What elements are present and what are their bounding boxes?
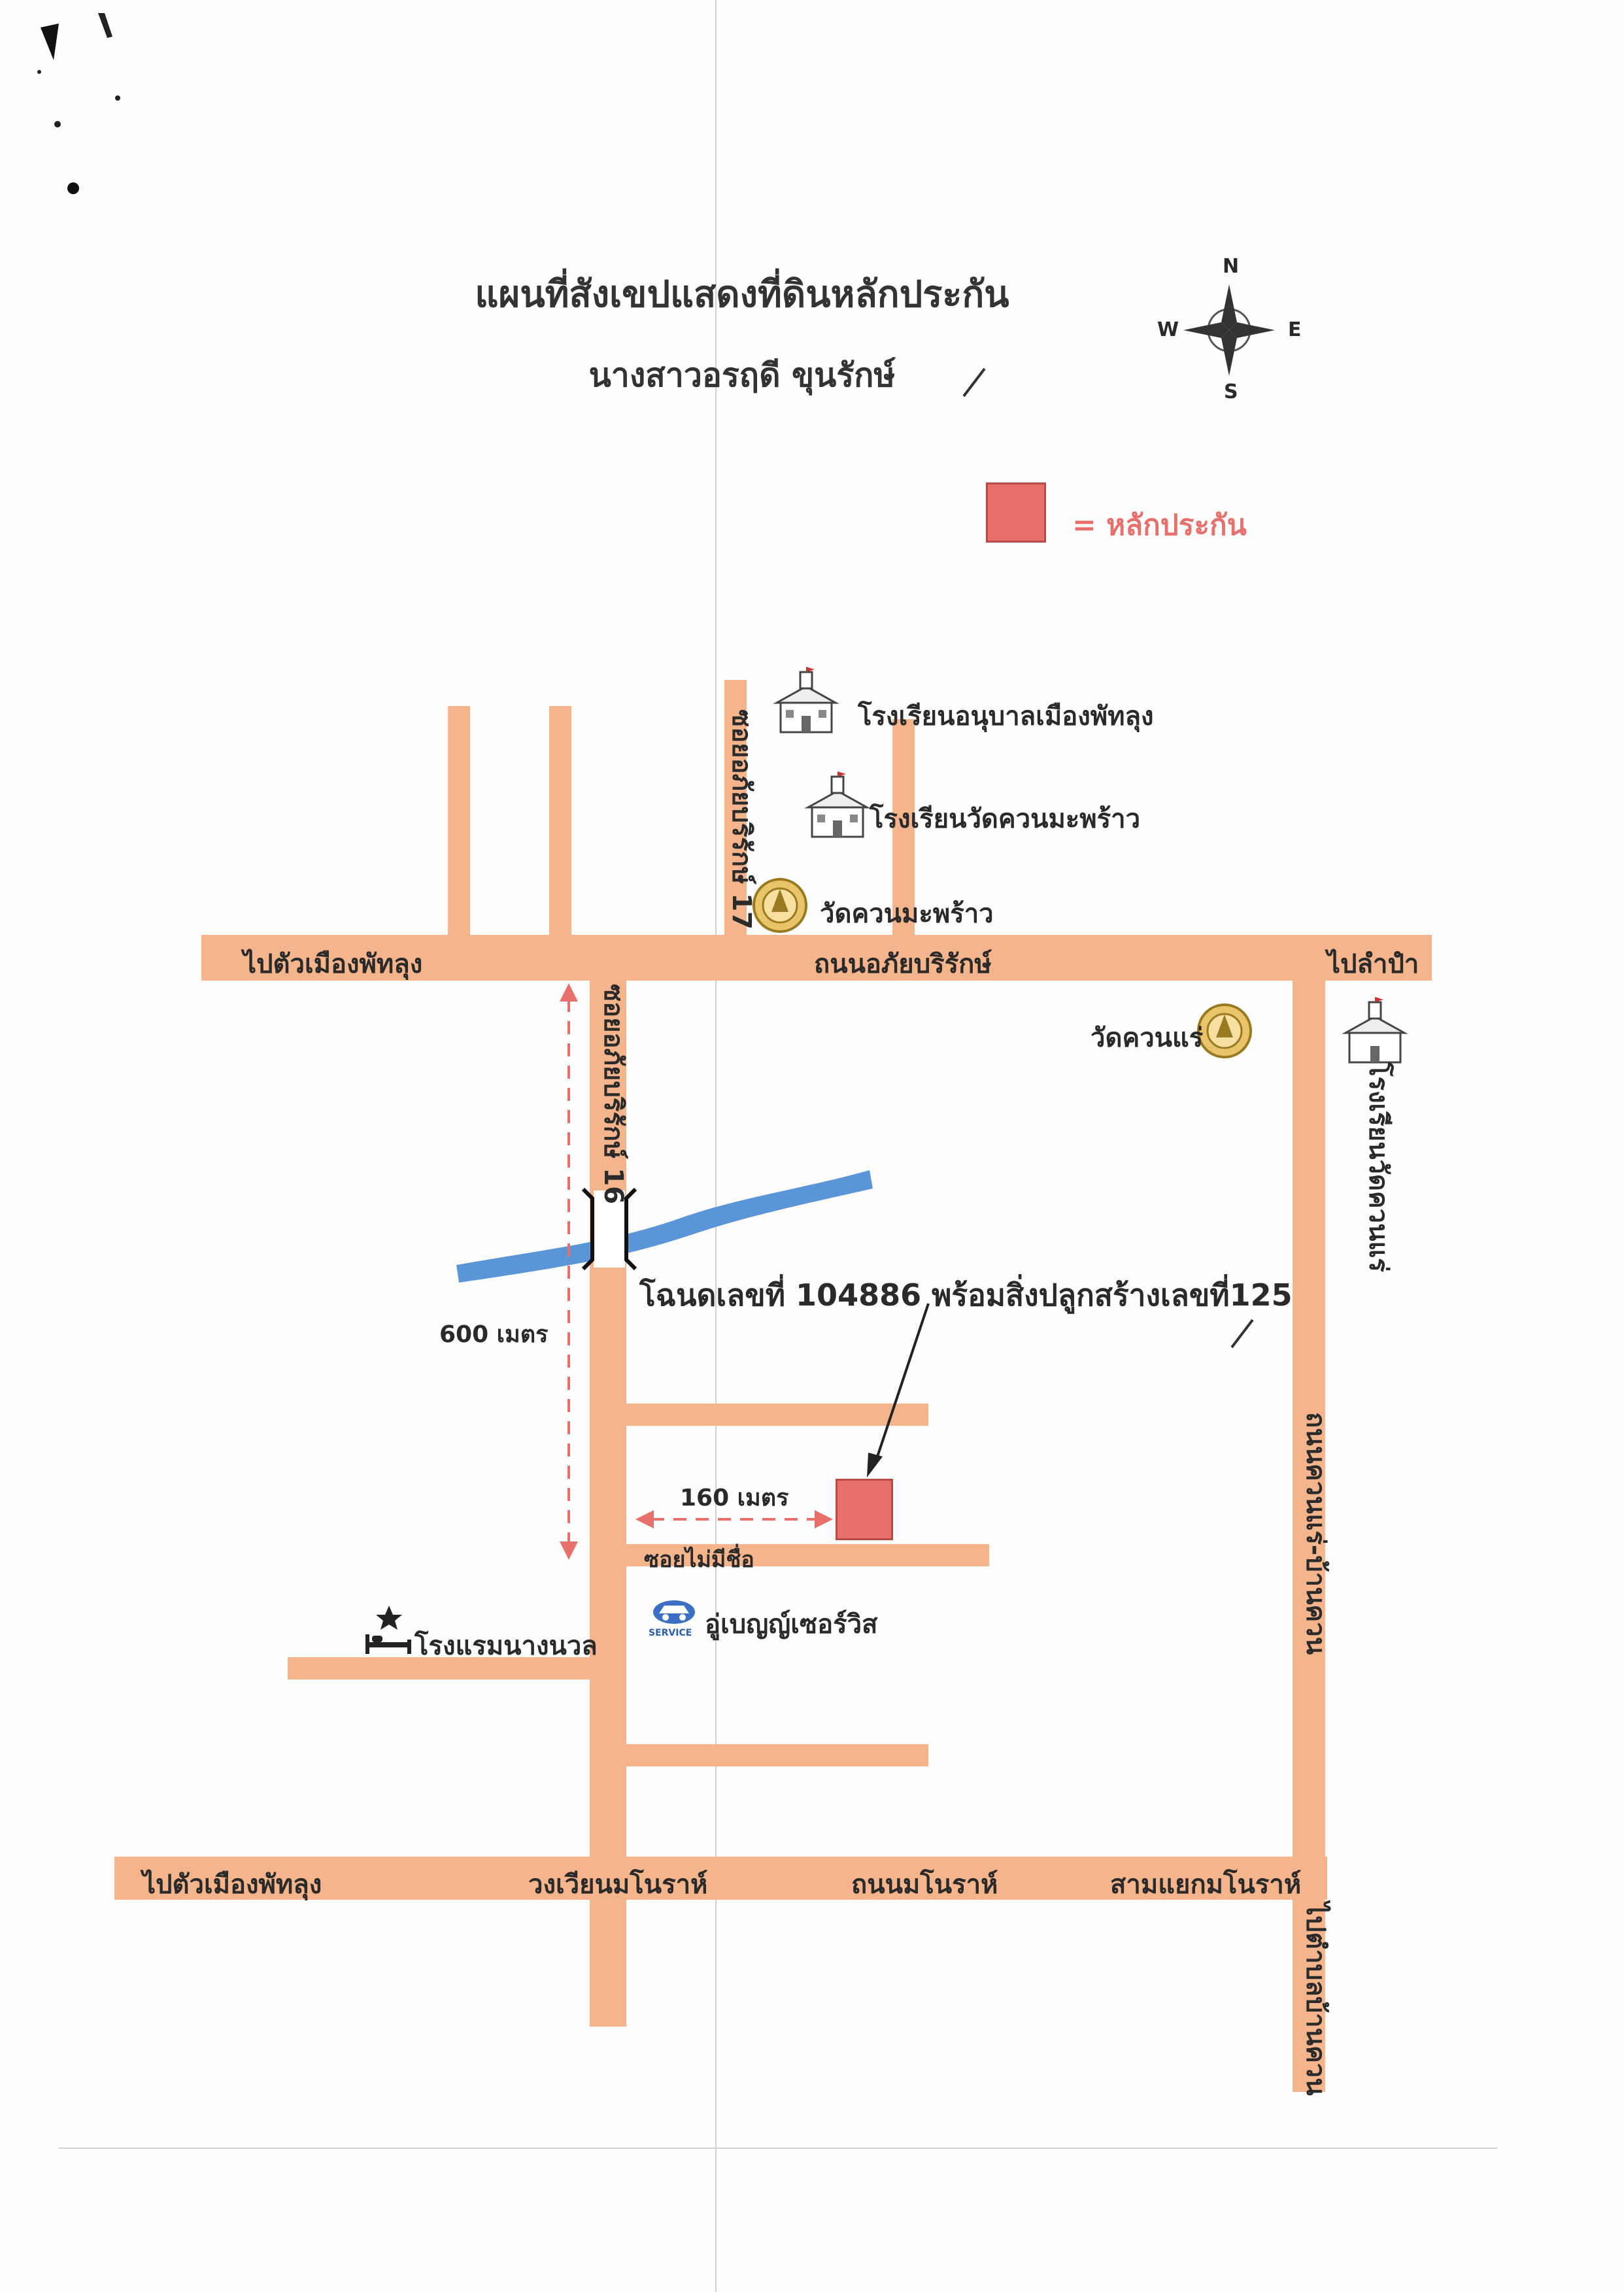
scan-specks: [37, 13, 120, 194]
legend-label: = หลักประกัน: [1072, 509, 1247, 542]
road-soi16: [590, 935, 626, 2027]
label-unnamed-soi: ซอยไม่มีชื่อ: [644, 1547, 754, 1573]
check-mark: [962, 367, 986, 397]
road-hotel-branch: [288, 1657, 590, 1679]
compass-rose: N S W E: [1151, 255, 1308, 405]
road-unnamed-soi: [626, 1544, 989, 1566]
road-north-2: [549, 706, 571, 935]
label-top-road: ถนนอภัยบริรักษ์: [814, 949, 992, 979]
school-icon: [804, 771, 871, 838]
label-right-dest: ไปตำบลบ้านควน: [1300, 1902, 1330, 2096]
garage-logo-text: SERVICE: [649, 1628, 692, 1638]
label-temple1: วัดควนมะพร้าว: [820, 899, 994, 929]
road-right: [1293, 981, 1325, 2092]
compass-s: S: [1224, 380, 1238, 403]
label-school3: โรงเรียนวัดควนแร่: [1363, 1062, 1393, 1272]
compass-e: E: [1288, 318, 1302, 341]
label-temple2: วัดควนแร่: [1091, 1023, 1204, 1053]
label-bottom-junction: สามแยกมโนราห์: [1110, 1870, 1302, 1900]
legend-swatch: [986, 482, 1046, 543]
compass-w: W: [1157, 318, 1179, 341]
road-bottom-main: [114, 1857, 1327, 1900]
road-north-1: [448, 706, 470, 935]
road-top-main: [201, 935, 1432, 981]
label-bottom-left-dest: ไปตัวเมืองพัทลุง: [143, 1870, 322, 1900]
garage-logo: SERVICE: [647, 1595, 701, 1641]
distance-label-600: 600 เมตร: [439, 1321, 549, 1348]
temple-icon: [753, 878, 807, 933]
compass-icon: [1183, 284, 1275, 376]
label-soi17: ซอยอภัยบริรักษ์ 17: [726, 709, 756, 930]
bridge-icon: [581, 1187, 637, 1271]
label-top-left-dest: ไปตัวเมืองพัทลุง: [243, 949, 423, 979]
check-mark: [1230, 1319, 1254, 1349]
scan-bottom-line: [59, 2148, 1497, 2149]
label-soi16: ซอยอภัยบริรักษ์ 16: [598, 984, 628, 1204]
map-title: แผนที่สังเขปแสดงที่ดินหลักประกัน: [475, 273, 1009, 316]
scan-fold-line: [715, 0, 717, 2292]
distance-label-160: 160 เมตร: [680, 1485, 789, 1511]
label-hotel: โรงแรมนางนวล: [414, 1631, 598, 1661]
road-soi17: [724, 680, 747, 935]
parcel-pointer-arrow: [867, 1303, 930, 1477]
distance-arrow-160: [635, 1510, 833, 1528]
school-icon: [773, 667, 839, 733]
label-school2: โรงเรียนวัดควนมะพร้าว: [870, 804, 1141, 834]
hotel-icon: [365, 1606, 411, 1654]
collateral-parcel: [836, 1479, 893, 1540]
parcel-deed-label: โฉนดเลขที่ 104886 พร้อมสิ่งปลูกสร้างเลขท…: [639, 1277, 1293, 1313]
road-branch-3: [626, 1744, 928, 1766]
label-bottom-road: ถนนมโนราห์: [851, 1870, 998, 1900]
compass-n: N: [1223, 255, 1240, 278]
car-service-icon: [653, 1600, 695, 1624]
temple-icon: [1197, 1003, 1252, 1058]
distance-arrow-600: [560, 983, 578, 1560]
school-icon: [1342, 997, 1408, 1064]
owner-name: นางสาวอรฤดี ขุนรักษ์: [588, 356, 896, 394]
label-right-road: ถนนควนแร่-บ้านควน: [1300, 1412, 1330, 1655]
river: [456, 1170, 873, 1283]
label-school1: โรงเรียนอนุบาลเมืองพัทลุง: [858, 701, 1154, 732]
road-north-4: [892, 719, 915, 935]
road-branch-1: [626, 1404, 928, 1426]
label-bottom-circle: วงเวียนมโนราห์: [528, 1870, 708, 1900]
label-top-right-dest: ไปลำปำ: [1327, 949, 1419, 979]
label-garage: อู่เบญญ์เซอร์วิส: [705, 1609, 878, 1640]
